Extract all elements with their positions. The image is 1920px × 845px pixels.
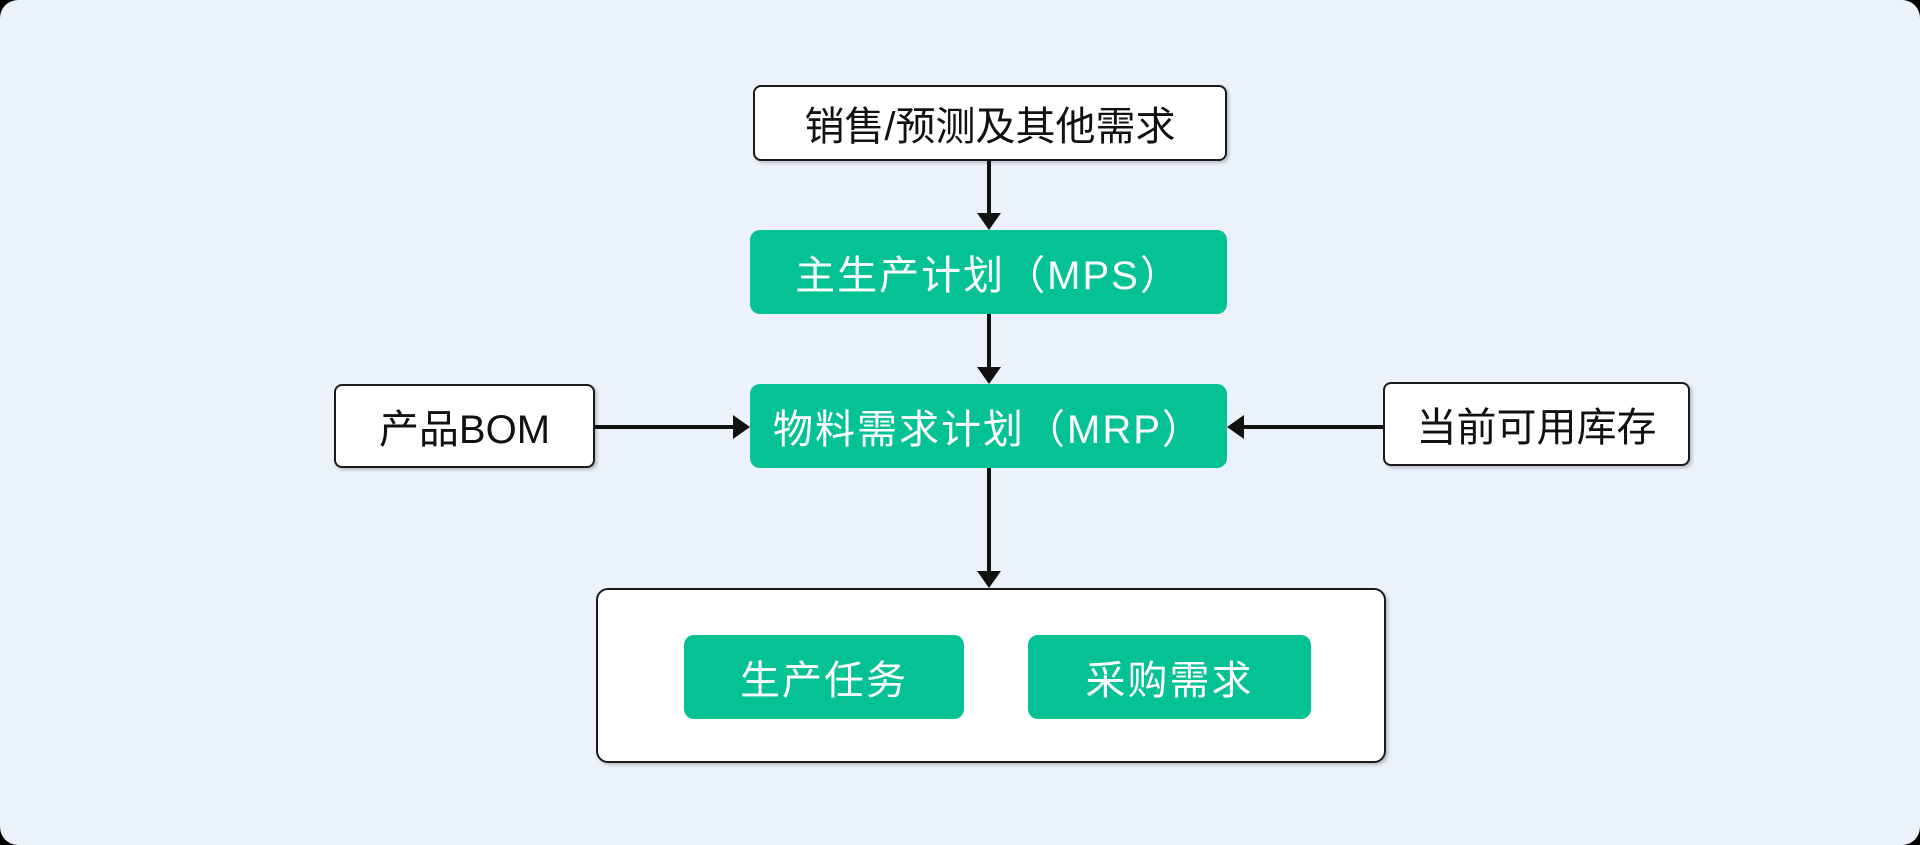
node-production-task: 生产任务 (684, 635, 964, 719)
node-purchase-demand: 采购需求 (1028, 635, 1311, 719)
node-available-inventory-label: 当前可用库存 (1416, 406, 1657, 450)
node-master-production-schedule-label: 主生产计划（MPS） (795, 254, 1182, 298)
node-production-task-label: 生产任务 (740, 659, 908, 703)
node-master-production-schedule: 主生产计划（MPS） (750, 230, 1227, 314)
edge-demand-to-mps-line (987, 161, 991, 214)
node-sales-forecast-demand-label: 销售/预测及其他需求 (804, 105, 1176, 149)
edge-mps-to-mrp-arrowhead-icon (977, 367, 1001, 384)
node-material-requirements-planning-label: 物料需求计划（MRP） (773, 408, 1204, 452)
edge-inventory-to-mrp-arrowhead-icon (1227, 415, 1244, 439)
edge-inventory-to-mrp-line (1244, 425, 1383, 429)
node-purchase-demand-label: 采购需求 (1085, 659, 1254, 703)
edge-demand-to-mps-arrowhead-icon (977, 213, 1001, 230)
edge-mps-to-mrp-line (987, 314, 991, 367)
node-product-bom: 产品BOM (334, 384, 595, 468)
node-material-requirements-planning: 物料需求计划（MRP） (750, 384, 1227, 468)
node-product-bom-label: 产品BOM (378, 408, 551, 452)
edge-mrp-to-outputs-arrowhead-icon (977, 571, 1001, 588)
edge-bom-to-mrp-arrowhead-icon (733, 415, 750, 439)
edge-bom-to-mrp-line (595, 425, 733, 429)
edge-mrp-to-outputs-line (987, 468, 991, 571)
node-available-inventory: 当前可用库存 (1383, 382, 1690, 466)
group-outputs-container: 生产任务 采购需求 (596, 588, 1386, 763)
node-sales-forecast-demand: 销售/预测及其他需求 (753, 85, 1227, 161)
